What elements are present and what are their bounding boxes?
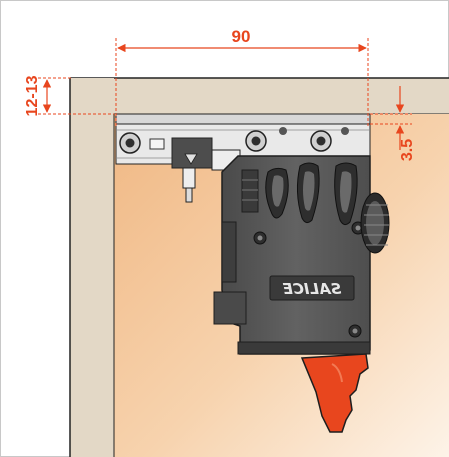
mechanism-lower-block: [213, 291, 247, 325]
dimension-width: 90: [115, 27, 369, 128]
rail-slot: [149, 138, 165, 150]
dimension-width-label: 90: [232, 27, 251, 46]
body-screw-lower: [348, 324, 362, 338]
release-lever: [300, 353, 369, 433]
dimension-offset-label: 3.5: [399, 139, 416, 161]
rivet: [279, 127, 287, 135]
cam-slot-right: [334, 162, 358, 226]
screw-right: [310, 130, 332, 152]
dimension-panel-thickness: 12-13: [24, 75, 114, 116]
side-panel-edge-strip: [70, 78, 114, 457]
mechanism-bottom-strip: [237, 341, 371, 355]
body-screw-upper: [253, 231, 267, 245]
cam-slot-left: [265, 167, 289, 219]
cam-slot-center: [296, 162, 320, 224]
adjustment-wheel: [360, 192, 390, 254]
top-panel: [70, 78, 449, 114]
mechanism-side-block: [221, 221, 237, 283]
rivet: [341, 127, 349, 135]
brand-logo: SALICE: [269, 275, 355, 301]
grip-ribs: [241, 169, 259, 213]
dimension-offset: 3.5: [370, 86, 416, 161]
screw-left: [119, 132, 141, 154]
dimension-panel-thickness-label: 12-13: [24, 75, 41, 116]
mounting-plate: [115, 113, 371, 125]
lever-highlight: [331, 363, 343, 383]
brand-logo-text: SALICE: [282, 280, 342, 298]
screw-middle: [245, 130, 267, 152]
